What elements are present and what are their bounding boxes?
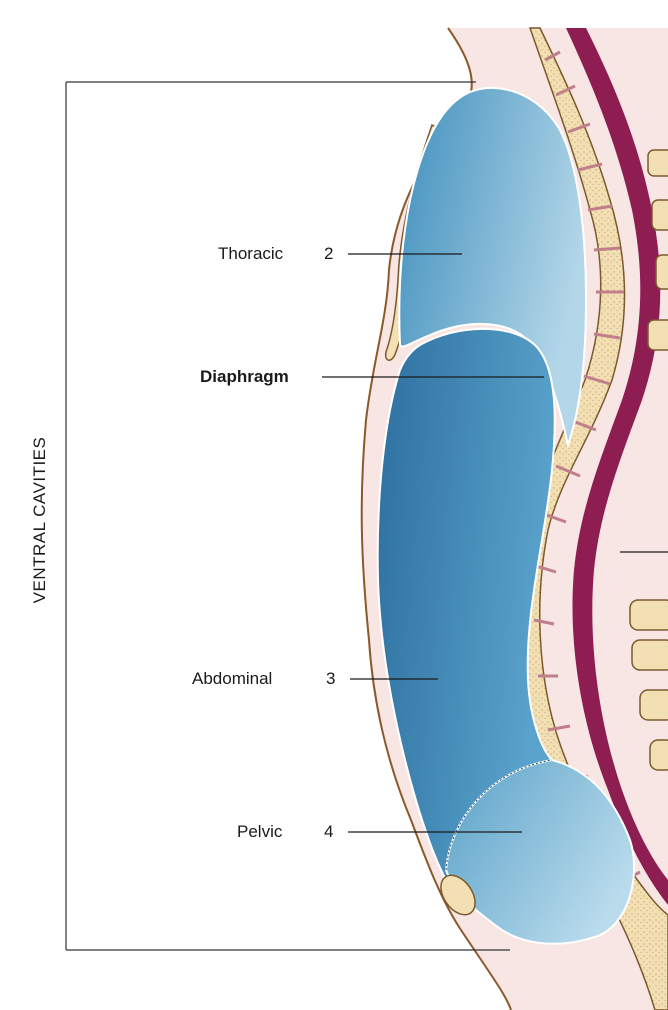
- abdominal-label: Abdominal: [192, 669, 273, 688]
- pelvic-number: 4: [324, 822, 334, 841]
- ventral-cavities-bracket: [65, 81, 510, 951]
- pelvic-label: Pelvic: [237, 822, 283, 841]
- thoracic-number: 2: [324, 244, 334, 263]
- pubic-bone: [440, 874, 476, 916]
- abdominal-number: 3: [326, 669, 336, 688]
- spinal-cord: [566, 28, 668, 905]
- leader-lines: [322, 253, 668, 833]
- ventral-cavities-title: VENTRAL CAVITIES: [30, 436, 49, 604]
- abdominopelvic-divider: [445, 759, 553, 871]
- vertebral-processes: [629, 149, 668, 771]
- diaphragm-label: Diaphragm: [200, 367, 289, 386]
- pelvic-cavity: [444, 758, 636, 945]
- thoracic-label: Thoracic: [218, 244, 284, 263]
